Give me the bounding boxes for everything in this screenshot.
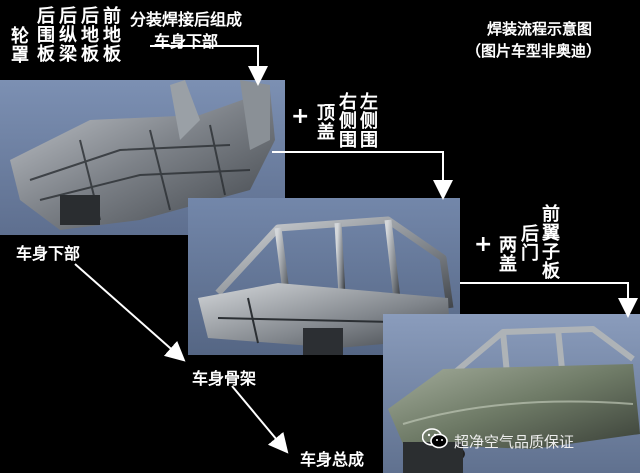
part-col-two-lids: 两盖 <box>496 235 517 273</box>
plus-sign-step2: + <box>291 104 310 129</box>
diagram-subtitle: （图片车型非奥迪） <box>466 42 602 60</box>
diagram-title: 焊装流程示意图 <box>487 20 593 38</box>
part-col-front-floor: 前地板 <box>100 6 121 63</box>
stage2-label: 车身骨架 <box>192 369 257 388</box>
arrow-step2 <box>272 151 453 200</box>
underbody-photo <box>0 80 285 235</box>
part-col-rear-floor: 后地板 <box>78 6 99 63</box>
plus-sign-step3: + <box>474 232 493 257</box>
part-col-rear-door: 后门 <box>518 224 539 262</box>
part-col-front-fender: 前翼子板 <box>539 204 560 280</box>
complete-body-photo <box>383 314 640 473</box>
part-col-rear-rail: 后纵梁 <box>56 6 77 63</box>
watermark: 超净空气品质保证 <box>421 428 575 454</box>
part-col-left-side: 左侧围 <box>357 92 378 149</box>
watermark-text: 超净空气品质保证 <box>454 432 575 451</box>
part-col-rear-panel: 后围板 <box>34 6 55 63</box>
arrow-stage2-to-3 <box>231 385 289 454</box>
stage3-label: 车身总成 <box>300 450 365 469</box>
part-col-wheelhouse: 轮罩 <box>8 26 29 64</box>
part-col-roof: 顶盖 <box>314 103 335 141</box>
arrow-stage1-to-2 <box>74 263 186 362</box>
wechat-icon <box>421 428 448 454</box>
arrow-step3 <box>460 282 638 318</box>
assembly-label-line1: 分装焊接后组成 <box>130 10 243 29</box>
stage1-label: 车身下部 <box>16 244 81 263</box>
arrow-top <box>150 45 268 86</box>
part-col-right-side: 右侧围 <box>336 92 357 149</box>
